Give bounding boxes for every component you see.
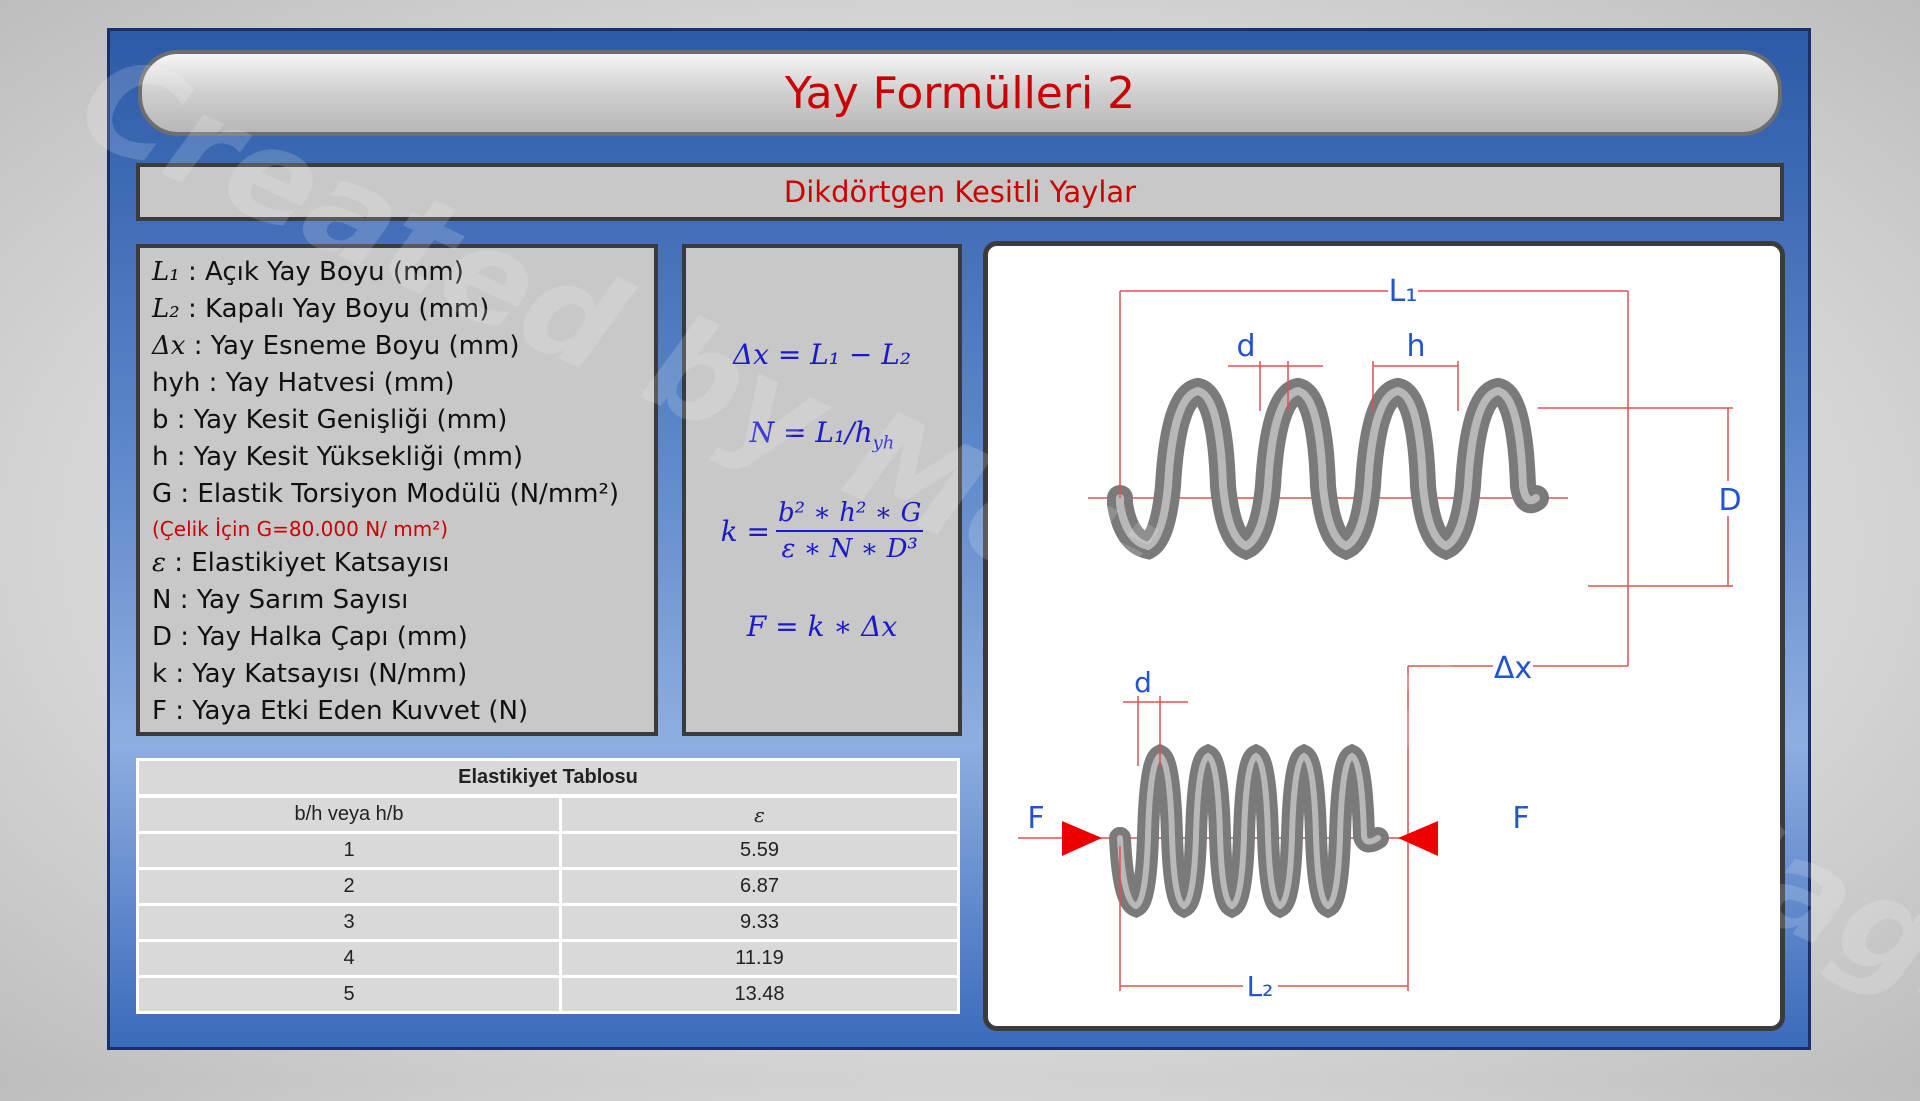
label-L2: L₂ bbox=[1247, 970, 1274, 1003]
legend-text: G : Elastik Torsiyon Modülü (N/mm²) bbox=[152, 479, 620, 509]
table-cell: 2 bbox=[136, 867, 562, 906]
legend-text: : Kapalı Yay Boyu (mm) bbox=[179, 294, 490, 324]
legend-text: : Elastikiyet Katsayısı bbox=[165, 548, 450, 578]
table-header-row: b/h veya h/b ε bbox=[136, 794, 960, 834]
legend-text: hyh : Yay Hatvesi (mm) bbox=[152, 368, 455, 398]
formula-winding-count: N = L₁/hyh bbox=[686, 416, 958, 454]
legend-item: k : Yay Katsayısı (N/mm) bbox=[152, 656, 642, 693]
force-arrow-right-icon bbox=[1398, 821, 1438, 856]
table-cell: 11.19 bbox=[559, 939, 960, 978]
label-h: h bbox=[1406, 329, 1425, 364]
legend-text: k : Yay Katsayısı (N/mm) bbox=[152, 659, 468, 689]
page-subtitle: Dikdörtgen Kesitli Yaylar bbox=[783, 175, 1137, 209]
spring-diagram: L₁ d h D Δx bbox=[983, 241, 1785, 1031]
formula-panel: Δx = L₁ − L₂ N = L₁/hyh k = b² ∗ h² ∗ G … bbox=[682, 244, 962, 736]
table-cell: 4 bbox=[136, 939, 562, 978]
symbol-legend: L₁ : Açık Yay Boyu (mm) L₂ : Kapalı Yay … bbox=[136, 244, 658, 736]
table-cell: 3 bbox=[136, 903, 562, 942]
formula-text: k = bbox=[720, 514, 770, 548]
legend-symbol: Δx bbox=[152, 331, 186, 361]
legend-symbol: ε bbox=[152, 548, 166, 578]
legend-item: N : Yay Sarım Sayısı bbox=[152, 582, 642, 619]
legend-text: h : Yay Kesit Yüksekliği (mm) bbox=[152, 442, 524, 472]
legend-item: L₂ : Kapalı Yay Boyu (mm) bbox=[152, 291, 642, 328]
legend-text: b : Yay Kesit Genişliği (mm) bbox=[152, 405, 508, 435]
table-title-row: Elastikiyet Tablosu bbox=[136, 758, 960, 798]
legend-symbol: L₁ bbox=[152, 257, 180, 287]
formula-force: F = k ∗ Δx bbox=[746, 610, 898, 643]
label-F-right: F bbox=[1512, 801, 1529, 836]
formula-delta-x: Δx = L₁ − L₂ bbox=[732, 338, 912, 371]
force-arrow-left-icon bbox=[1062, 821, 1102, 856]
open-spring-highlight bbox=[1116, 386, 1540, 551]
legend-note: (Çelik İçin G=80.000 N/ mm²) bbox=[152, 513, 642, 545]
table-cell: 5 bbox=[136, 975, 562, 1014]
legend-text: (Çelik İçin G=80.000 N/ mm²) bbox=[152, 517, 449, 541]
table-cell: 1 bbox=[136, 831, 562, 870]
legend-text: : Yay Esneme Boyu (mm) bbox=[185, 331, 520, 361]
table-cell: 13.48 bbox=[559, 975, 960, 1014]
page-title: Yay Formülleri 2 bbox=[784, 67, 1136, 119]
label-D: D bbox=[1718, 483, 1741, 518]
label-F-left: F bbox=[1027, 801, 1044, 836]
table-cell: 5.59 bbox=[559, 831, 960, 870]
title-bar: Yay Formülleri 2 bbox=[138, 50, 1782, 136]
label-L1: L₁ bbox=[1389, 274, 1418, 309]
formula-denominator: ε ∗ N ∗ D³ bbox=[781, 534, 918, 564]
column-header: ε bbox=[559, 794, 960, 834]
legend-item: h : Yay Kesit Yüksekliği (mm) bbox=[152, 439, 642, 476]
legend-item: hyh : Yay Hatvesi (mm) bbox=[152, 365, 642, 402]
legend-item: F : Yaya Etki Eden Kuvvet (N) bbox=[152, 693, 642, 730]
spring-diagram-svg: L₁ d h D Δx bbox=[1018, 274, 1742, 1003]
legend-text: N : Yay Sarım Sayısı bbox=[152, 585, 409, 615]
formula-subscript: yh bbox=[872, 432, 895, 454]
column-header: b/h veya h/b bbox=[136, 794, 562, 834]
closed-spring-highlight bbox=[1117, 752, 1381, 910]
subtitle-bar: Dikdörtgen Kesitli Yaylar bbox=[136, 163, 1784, 221]
formula-spring-rate: k = b² ∗ h² ∗ G ε ∗ N ∗ D³ bbox=[686, 498, 958, 564]
table-title: Elastikiyet Tablosu bbox=[136, 758, 960, 798]
legend-symbol: L₂ bbox=[152, 294, 180, 324]
legend-item: D : Yay Halka Çapı (mm) bbox=[152, 619, 642, 656]
formula-numerator: b² ∗ h² ∗ G bbox=[775, 498, 924, 532]
legend-item: G : Elastik Torsiyon Modülü (N/mm²) bbox=[152, 476, 642, 513]
table-cell: 6.87 bbox=[559, 867, 960, 906]
formula-text: N = L₁/h bbox=[749, 416, 873, 449]
closed-spring: Δx d L₂ F F bbox=[1018, 651, 1628, 1003]
legend-item: L₁ : Açık Yay Boyu (mm) bbox=[152, 254, 642, 291]
legend-item: ε : Elastikiyet Katsayısı bbox=[152, 545, 642, 582]
label-d-top: d bbox=[1236, 329, 1255, 364]
legend-text: D : Yay Halka Çapı (mm) bbox=[152, 622, 468, 652]
label-d-bottom: d bbox=[1134, 666, 1152, 699]
label-delta-x: Δx bbox=[1494, 651, 1532, 686]
legend-item: b : Yay Kesit Genişliği (mm) bbox=[152, 402, 642, 439]
legend-item: Δx : Yay Esneme Boyu (mm) bbox=[152, 328, 642, 365]
legend-text: : Açık Yay Boyu (mm) bbox=[179, 257, 464, 287]
legend-text: F : Yaya Etki Eden Kuvvet (N) bbox=[152, 696, 529, 726]
open-spring: L₁ d h D bbox=[1088, 274, 1742, 666]
table-cell: 9.33 bbox=[559, 903, 960, 942]
